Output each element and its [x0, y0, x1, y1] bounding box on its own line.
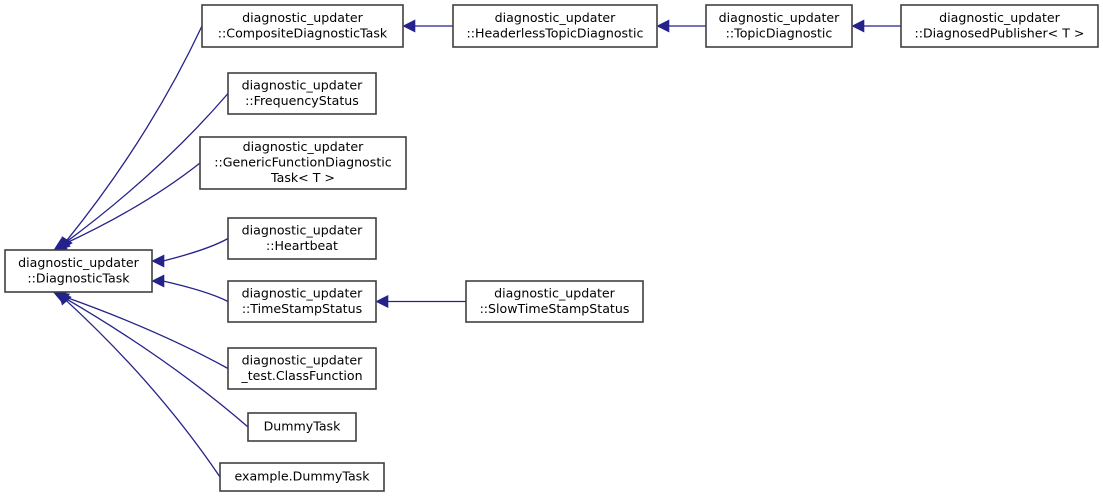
edge-line	[162, 280, 229, 303]
edge-line	[65, 299, 221, 478]
edge-heartbeat-to-diagnostic-task	[151, 237, 229, 268]
node-box[interactable]	[705, 4, 853, 48]
edge-arrowhead-icon	[851, 19, 865, 33]
edge-composite-diagnostic-task-to-diagnostic-task	[60, 25, 203, 251]
node-frequency-status[interactable]: diagnostic_updater::FrequencyStatus	[227, 72, 377, 115]
node-box[interactable]	[247, 412, 357, 442]
edge-arrowhead-icon	[402, 19, 416, 33]
node-box[interactable]	[227, 347, 377, 390]
node-class-function[interactable]: diagnostic_updater_test.ClassFunction	[227, 347, 377, 390]
node-label-line: ::TimeStampStatus	[242, 301, 362, 316]
node-label-line: ::DiagnosticTask	[27, 270, 130, 285]
edge-arrowhead-icon	[656, 19, 670, 33]
edge-line	[64, 297, 249, 428]
node-dummy-task[interactable]: DummyTask	[247, 412, 357, 442]
node-label-line: ::Heartbeat	[266, 238, 338, 253]
node-label-line: ::HeaderlessTopicDiagnostic	[467, 25, 644, 40]
node-label-line: Task< T >	[270, 170, 335, 185]
edge-line	[63, 295, 229, 370]
edge-line	[63, 162, 201, 245]
edge-arrowhead-icon	[151, 274, 165, 288]
edge-generic-function-diagnostic-task-to-diagnostic-task	[53, 162, 201, 251]
nodes-layer: diagnostic_updater::DiagnosticTaskdiagno…	[4, 4, 1099, 492]
node-label-line: ::TopicDiagnostic	[726, 25, 833, 40]
node-slow-timestamp-status[interactable]: diagnostic_updater::SlowTimeStampStatus	[465, 280, 644, 323]
edge-line	[162, 237, 229, 262]
edge-line	[66, 25, 203, 242]
edge-dummy-task-to-diagnostic-task	[55, 291, 249, 428]
node-label-line: diagnostic_updater	[242, 352, 363, 367]
edge-arrowhead-icon	[58, 291, 72, 306]
edge-arrowhead-icon	[375, 295, 389, 308]
edge-example-dummy-task-to-diagnostic-task	[58, 291, 221, 478]
node-box[interactable]	[4, 249, 153, 293]
edge-arrowhead-icon	[151, 254, 165, 268]
node-diagnostic-task[interactable]: diagnostic_updater::DiagnosticTask	[4, 249, 153, 293]
node-box[interactable]	[227, 217, 377, 260]
node-label-line: diagnostic_updater	[242, 10, 363, 25]
node-label-line: ::FrequencyStatus	[245, 93, 359, 108]
edge-topic-diagnostic-to-headerless-topic-diagnostic	[656, 19, 706, 33]
node-label-line: ::DiagnosedPublisher< T >	[914, 25, 1084, 40]
node-label-line: diagnostic_updater	[494, 285, 615, 300]
edge-slow-timestamp-status-to-timestamp-status	[375, 295, 466, 308]
edge-class-function-to-diagnostic-task	[52, 290, 229, 370]
node-label-line: example.DummyTask	[234, 469, 370, 484]
node-box[interactable]	[465, 280, 644, 323]
node-headerless-topic-diagnostic[interactable]: diagnostic_updater::HeaderlessTopicDiagn…	[452, 4, 658, 48]
node-label-line: diagnostic_updater	[242, 222, 363, 237]
node-label-line: diagnostic_updater	[242, 285, 363, 300]
node-label-line: DummyTask	[264, 419, 342, 434]
node-topic-diagnostic[interactable]: diagnostic_updater::TopicDiagnostic	[705, 4, 853, 48]
node-label-line: ::SlowTimeStampStatus	[480, 301, 630, 316]
node-label-line: ::GenericFunctionDiagnostic	[214, 155, 391, 170]
edge-diagnosed-publisher-to-topic-diagnostic	[851, 19, 901, 33]
edge-timestamp-status-to-diagnostic-task	[151, 274, 229, 303]
node-label-line: ::CompositeDiagnosticTask	[218, 25, 388, 40]
node-box[interactable]	[219, 462, 385, 492]
node-box[interactable]	[452, 4, 658, 48]
node-label-line: _test.ClassFunction	[240, 368, 362, 383]
node-heartbeat[interactable]: diagnostic_updater::Heartbeat	[227, 217, 377, 260]
node-generic-function-diagnostic-task[interactable]: diagnostic_updater::GenericFunctionDiagn…	[199, 136, 407, 190]
node-box[interactable]	[199, 136, 407, 190]
node-label-line: diagnostic_updater	[495, 10, 616, 25]
node-label-line: diagnostic_updater	[243, 139, 364, 154]
node-example-dummy-task[interactable]: example.DummyTask	[219, 462, 385, 492]
edge-headerless-topic-diagnostic-to-composite-diagnostic-task	[402, 19, 453, 33]
edges-layer	[52, 19, 901, 478]
node-box[interactable]	[900, 4, 1099, 48]
node-box[interactable]	[227, 280, 377, 323]
node-timestamp-status[interactable]: diagnostic_updater::TimeStampStatus	[227, 280, 377, 323]
node-box[interactable]	[227, 72, 377, 115]
node-composite-diagnostic-task[interactable]: diagnostic_updater::CompositeDiagnosticT…	[201, 4, 404, 48]
edge-line	[65, 93, 229, 244]
node-box[interactable]	[201, 4, 404, 48]
node-label-line: diagnostic_updater	[719, 10, 840, 25]
node-label-line: diagnostic_updater	[939, 10, 1060, 25]
node-diagnosed-publisher[interactable]: diagnostic_updater::DiagnosedPublisher< …	[900, 4, 1099, 48]
node-label-line: diagnostic_updater	[18, 255, 139, 270]
node-label-line: diagnostic_updater	[242, 77, 363, 92]
